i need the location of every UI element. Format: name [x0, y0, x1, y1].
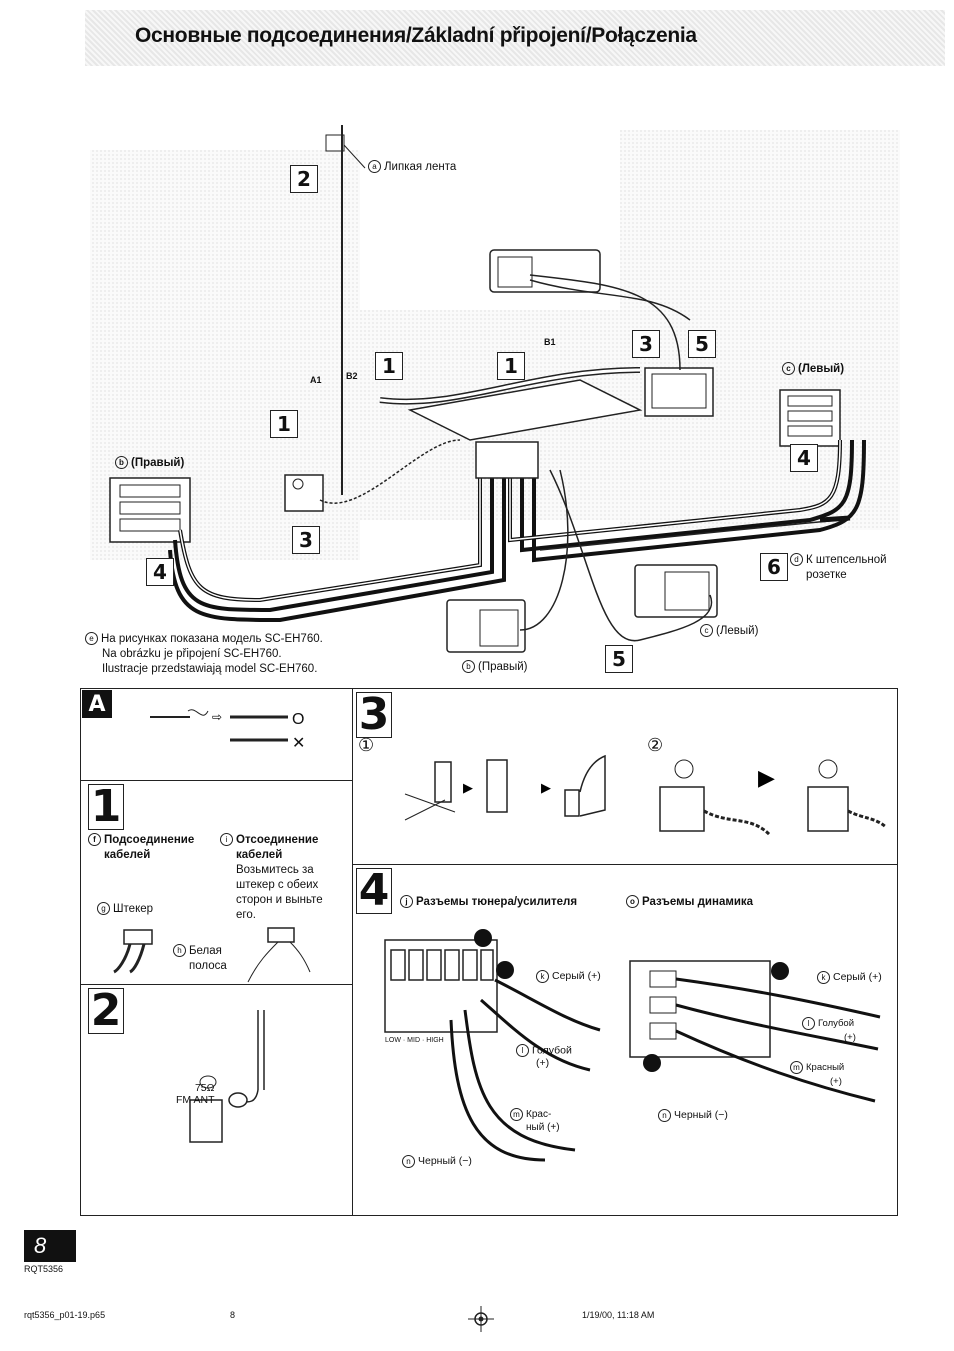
step-label: 3 [639, 332, 653, 356]
wiring-diagram [90, 125, 900, 653]
step-4-box: 4 [790, 444, 818, 472]
section-1-number: 1 [88, 784, 124, 830]
label-b2: b(Правый) [462, 660, 528, 675]
step-4-box: 4 [146, 558, 174, 586]
divider [80, 780, 353, 781]
step-label: 4 [797, 446, 811, 470]
svg-text:▶: ▶ [463, 780, 473, 795]
tuner-band-labels: LOW · MID · HIGH [385, 1037, 444, 1044]
disconnect-illustration [247, 927, 311, 983]
connector-b2: B2 [346, 371, 358, 381]
wire-strip-illustration: ⇨ [150, 709, 288, 742]
step-1-box: 1 [497, 352, 525, 380]
page-number-badge: 8 [24, 1230, 76, 1262]
column-divider [352, 688, 353, 1216]
step-3-box: 3 [632, 330, 660, 358]
svg-text:⇨: ⇨ [212, 710, 222, 724]
step-3-box: 3 [292, 526, 320, 554]
step-label: 2 [297, 167, 311, 191]
section-4-number: 4 [356, 868, 392, 914]
fm-antenna-illustration [189, 1010, 265, 1143]
label-c-left: c(Левый) [782, 362, 844, 377]
label-c2: c(Левый) [700, 624, 758, 639]
step-5-box: 5 [605, 645, 633, 673]
footer-page: 8 [230, 1310, 236, 1320]
section-3-number: 3 [356, 692, 392, 738]
speaker-terminal-illustration [629, 960, 881, 1103]
step-label: 1 [277, 412, 291, 436]
loop-antenna-assembly-illustration: ▶ ▶ [404, 754, 606, 821]
step-label: 6 [767, 555, 781, 579]
footer-date: 1/19/00, 11:18 AM [582, 1310, 655, 1320]
section-2-number: 2 [88, 988, 124, 1034]
step-label: 5 [612, 647, 626, 671]
file-name: rqt5356_p01-19.p65 [24, 1310, 106, 1320]
svg-text:▶: ▶ [541, 780, 551, 795]
step-1-box: 1 [375, 352, 403, 380]
divider [352, 864, 898, 865]
step-1-box: 1 [270, 410, 298, 438]
plug-illustration [113, 929, 153, 974]
correct-mark: O [292, 711, 305, 728]
page-header: Основные подсоединения/Základní připojen… [85, 10, 945, 66]
incorrect-mark: ✕ [292, 735, 306, 752]
tuner-terminal-illustration [384, 929, 601, 1162]
step-label: 1 [504, 354, 518, 378]
divider [80, 984, 353, 985]
registration-mark-icon [468, 1306, 494, 1332]
step-label: 5 [695, 332, 709, 356]
step-2-box: 2 [290, 165, 318, 193]
step-6-box: 6 [760, 553, 788, 581]
connector-a1: A1 [310, 375, 322, 385]
connector-b1: B1 [544, 337, 556, 347]
label-b-right: b(Правый) [115, 456, 184, 471]
step-5-box: 5 [688, 330, 716, 358]
sub-step-1: ① [358, 735, 375, 755]
step-label: 4 [153, 560, 167, 584]
document-code: RQT5356 [24, 1264, 64, 1274]
loop-antenna-connection-illustration: ▶ [659, 759, 887, 837]
page-title: Основные подсоединения/Základní připojen… [135, 24, 697, 47]
sub-step-2: ② [647, 735, 664, 755]
section-a-badge: A [82, 690, 112, 718]
step-label: 3 [299, 528, 313, 552]
step-label: 1 [382, 354, 396, 378]
instructions-frame [80, 688, 898, 1216]
svg-text:▶: ▶ [758, 765, 775, 790]
